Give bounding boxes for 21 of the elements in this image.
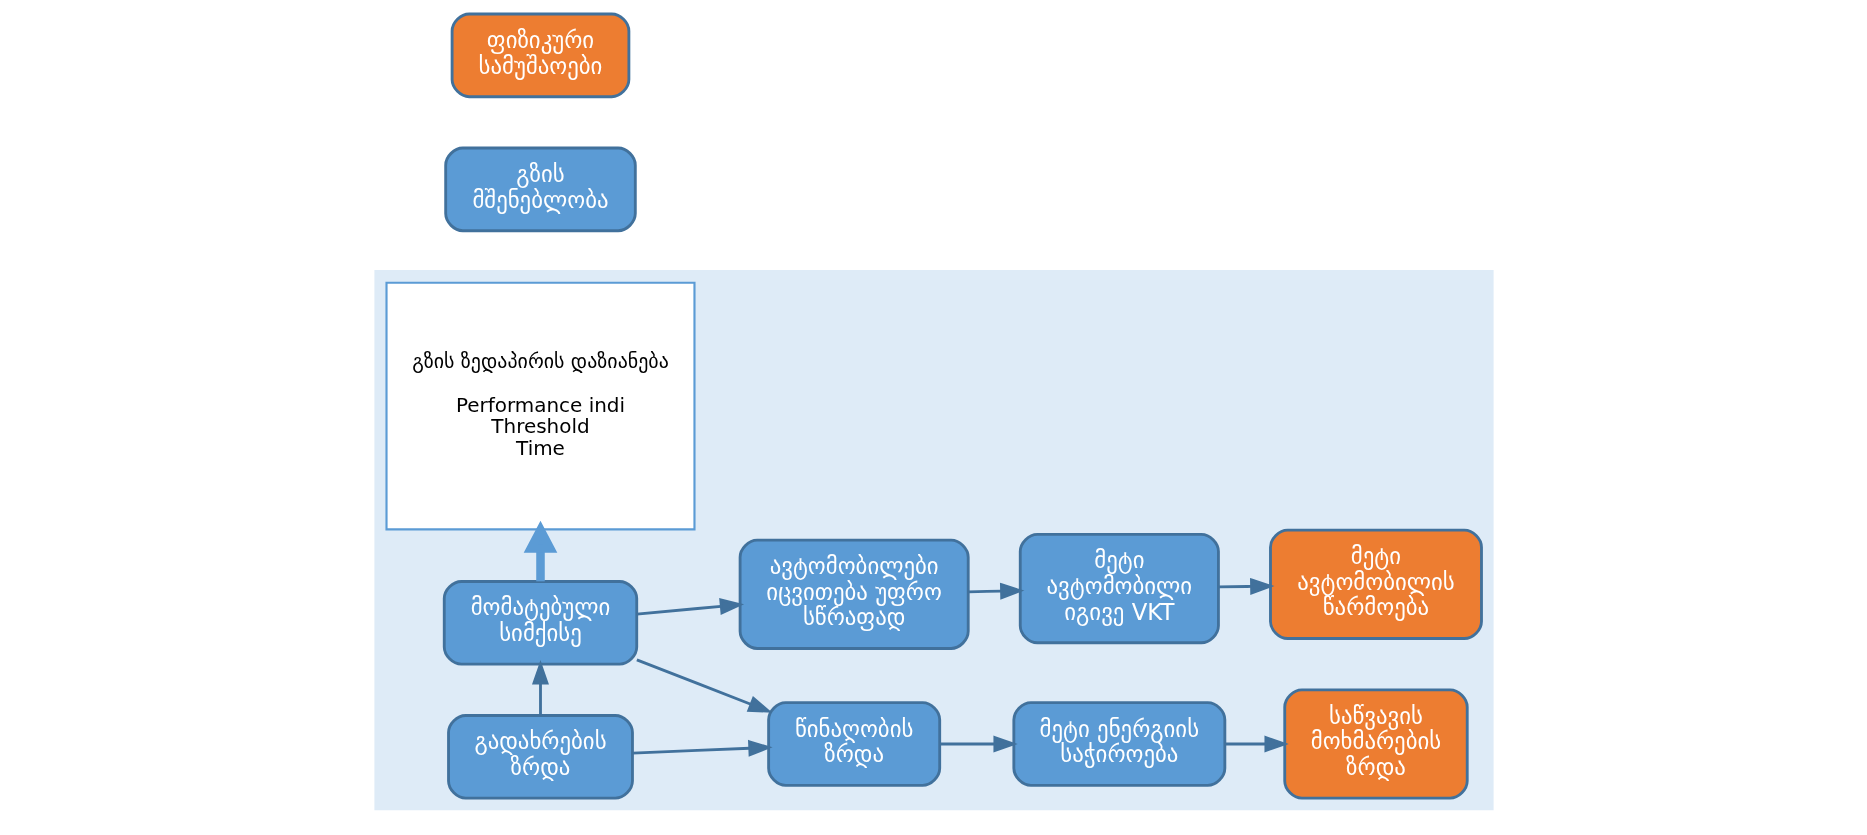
node-box: მეტი ავტომობილის წარმოება [1268,528,1483,640]
node-box: მეტი ავტომობილი იგივე VKT [1018,533,1220,645]
arrow [523,520,557,582]
node-box: საწვავის მოხმარების ზრდა [1282,688,1469,800]
arrow [636,598,744,616]
node-box: გზის ზედაპირის დაზიანება Performance indi Threshold Time [384,281,696,531]
arrow [967,582,1024,600]
node-box: გადახრების ზრდა [446,714,634,800]
node-box: გზის მშენებლობა [443,146,637,233]
node-box: ავტომობილები იცვითება უფრო სწრაფად [738,538,970,650]
arrow [632,739,773,757]
arrow [635,658,772,713]
node-box: მომატებული სიმქისე [442,580,638,666]
node-box: ფიზიკური სამუშაოები [450,12,630,99]
arrow [939,735,1018,753]
arrow [1224,735,1289,753]
node-box: მეტი ენერგიის საჭიროება [1011,701,1226,787]
cluster [373,269,1494,811]
arrow [531,660,549,716]
node-box: წინაღობის ზრდა [766,701,941,787]
arrow [1218,577,1274,595]
